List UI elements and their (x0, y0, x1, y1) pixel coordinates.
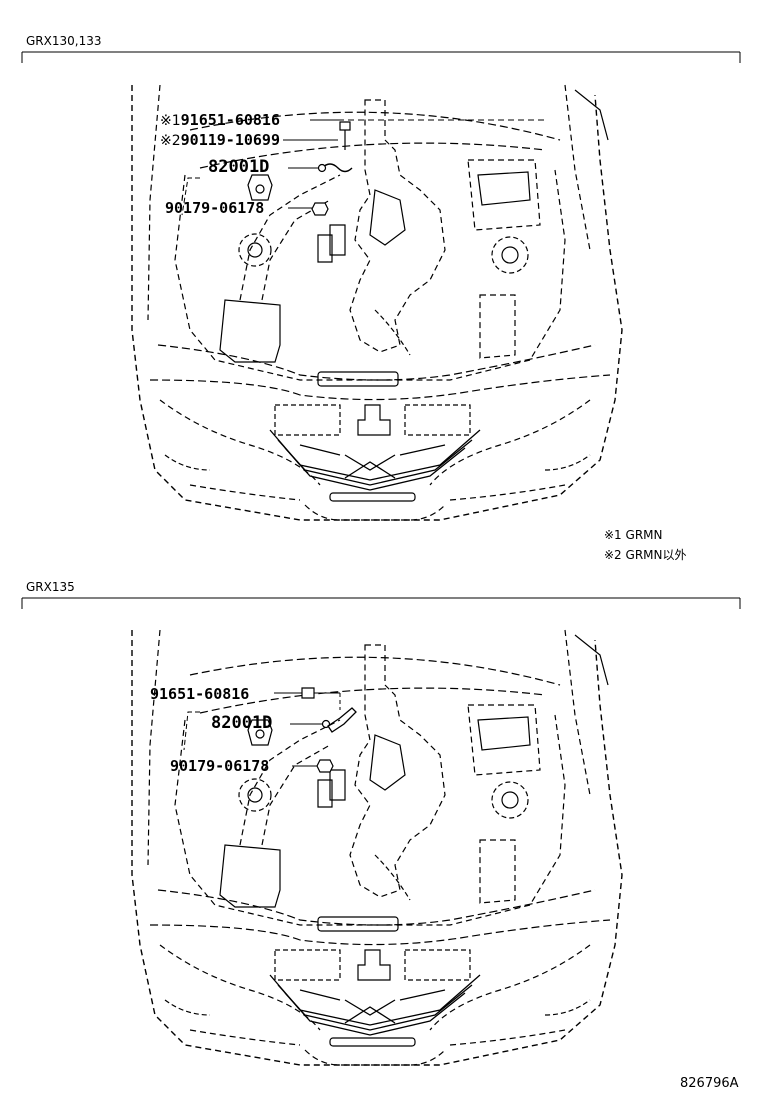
part-label-s2-3[interactable]: 90179-06178 (170, 756, 269, 775)
note-mark: ※2 (604, 548, 622, 562)
part-label-s2-2[interactable]: 82001D (211, 713, 272, 733)
section-2-model-label: GRX135 (26, 580, 75, 594)
part-number: 90179-06178 (165, 199, 265, 217)
section-2-leaders (183, 687, 357, 773)
part-number: 90119-10699 (180, 131, 280, 149)
part-label-s1-3[interactable]: 82001D (208, 157, 269, 177)
part-number: 82001D (208, 157, 270, 177)
note-text: GRMN以外 (625, 548, 687, 562)
section-1-leaders (181, 119, 545, 216)
note-2: ※2 GRMN以外 (604, 546, 687, 563)
part-label-s1-4[interactable]: 90179-06178 (165, 198, 264, 217)
part-number: 91651-60816 (180, 111, 280, 129)
note-text: GRMN (625, 528, 663, 542)
diagram-reference-number: 826796A (680, 1076, 739, 1091)
part-label-s1-1[interactable]: ※191651-60816 (160, 110, 280, 129)
part-mark: ※2 (160, 133, 181, 149)
part-number: 90179-06178 (170, 757, 270, 775)
part-label-s1-2[interactable]: ※290119-10699 (160, 130, 280, 149)
note-1: ※1 GRMN (604, 528, 663, 542)
part-mark: ※1 (160, 113, 181, 129)
section-1-model-label: GRX130,133 (26, 34, 102, 48)
part-label-s2-1[interactable]: 91651-60816 (150, 684, 249, 703)
note-mark: ※1 (604, 528, 622, 542)
part-number: 82001D (211, 713, 273, 733)
car-illustration-top (131, 84, 623, 521)
part-number: 91651-60816 (150, 685, 250, 703)
